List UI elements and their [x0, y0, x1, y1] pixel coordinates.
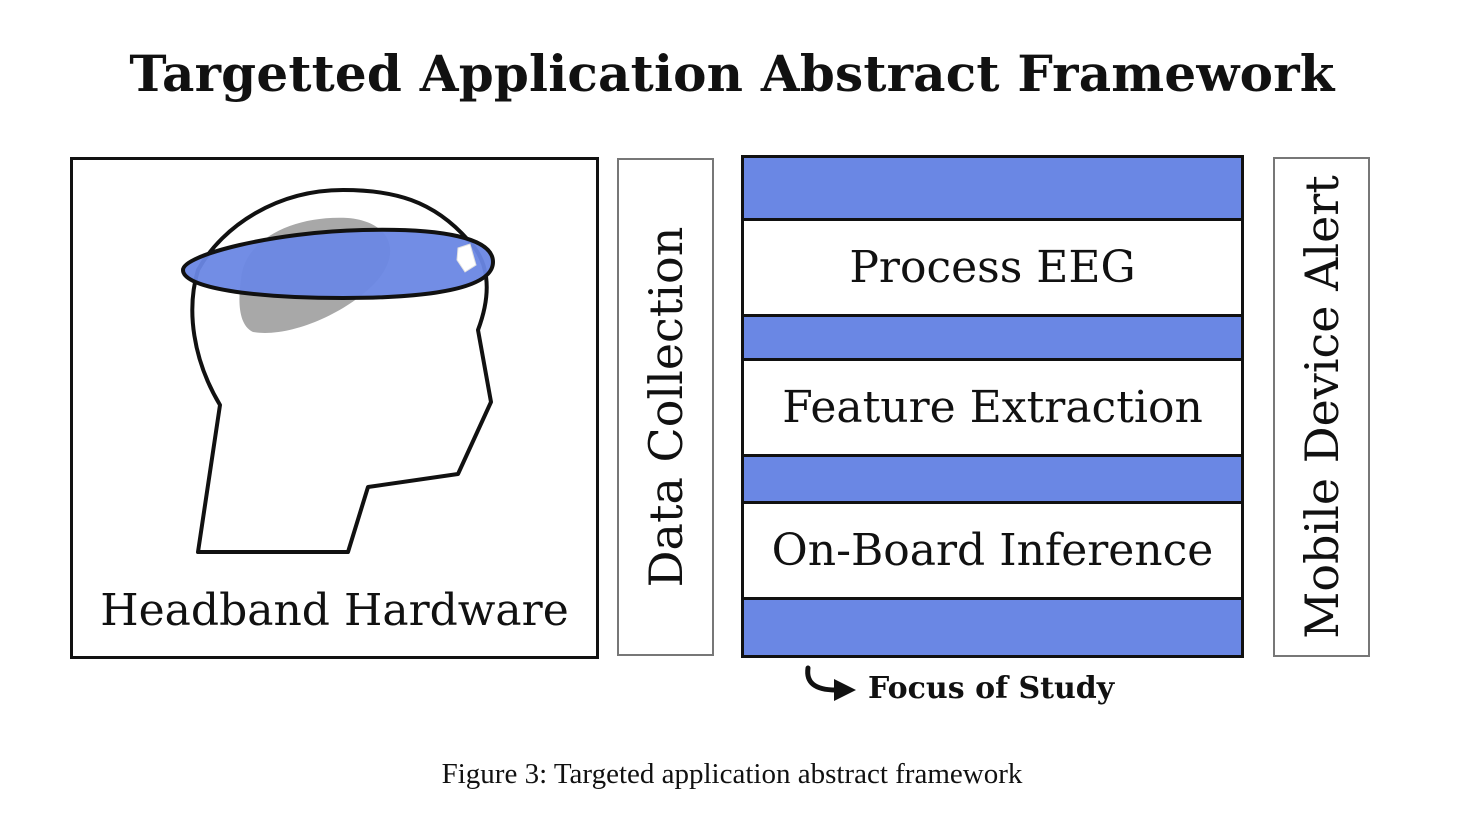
- headband-hardware-box: Headband Hardware: [70, 157, 599, 659]
- headband-shape: [180, 227, 496, 301]
- data-collection-label: Data Collection: [638, 226, 693, 588]
- stage-feature-extraction: Feature Extraction: [744, 358, 1241, 457]
- processing-stack: Process EEG Feature Extraction On-Board …: [741, 155, 1244, 658]
- figure-caption: Figure 3: Targeted application abstract …: [441, 758, 1023, 790]
- focus-of-study-label: Focus of Study: [868, 671, 1115, 706]
- diagram-title: Targetted Application Abstract Framework: [129, 44, 1335, 103]
- stage-process-eeg: Process EEG: [744, 218, 1241, 317]
- stage-on-board-inference: On-Board Inference: [744, 501, 1241, 600]
- head-outline: [190, 188, 493, 554]
- headband-hardware-label: Headband Hardware: [100, 585, 569, 636]
- curved-arrow-icon: [805, 665, 856, 701]
- head-with-headband-icon: [180, 188, 496, 554]
- mobile-device-alert-label: Mobile Device Alert: [1294, 175, 1349, 639]
- data-collection-box: Data Collection: [617, 158, 714, 656]
- mobile-device-alert-box: Mobile Device Alert: [1273, 157, 1370, 657]
- sensor-shape: [456, 243, 477, 273]
